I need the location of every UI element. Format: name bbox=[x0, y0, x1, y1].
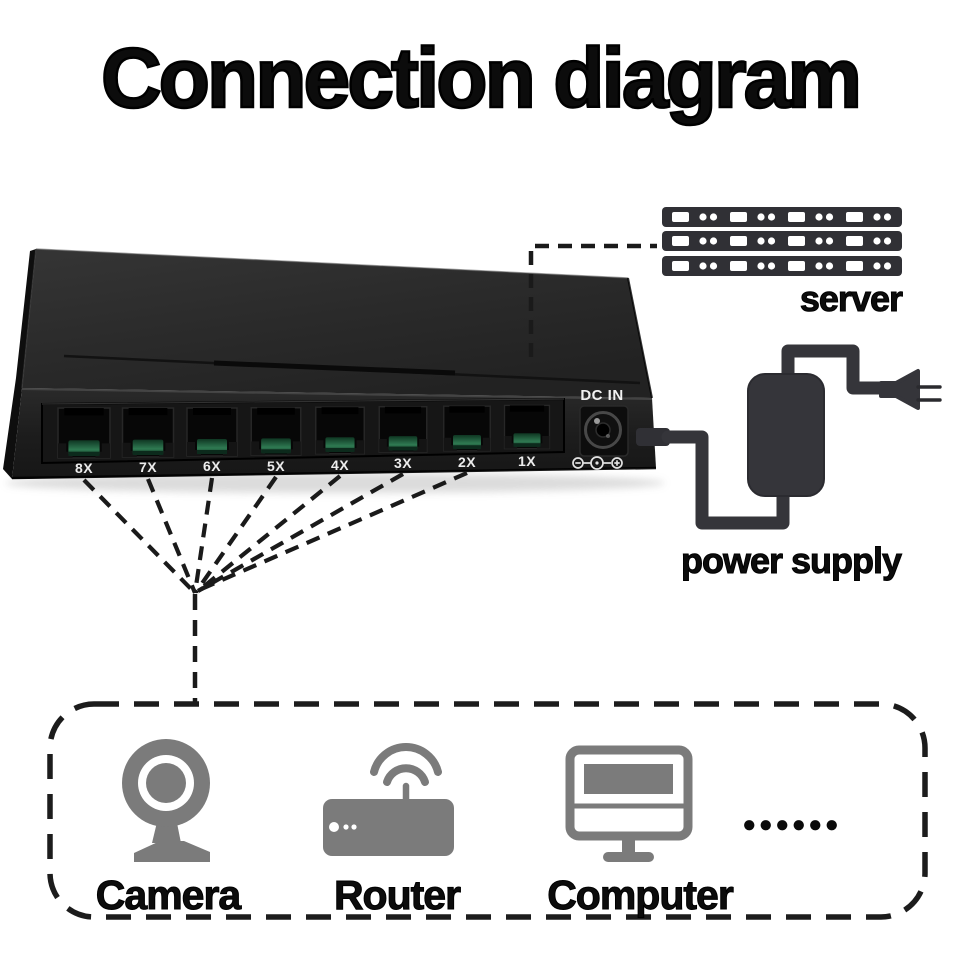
connection-line-port4 bbox=[195, 474, 342, 594]
router-label: Router bbox=[333, 872, 461, 919]
power-brick bbox=[747, 373, 825, 497]
camera-icon bbox=[122, 739, 210, 862]
rj45-port-8x-icon bbox=[57, 407, 111, 459]
dc-polarity-icon bbox=[572, 456, 623, 470]
camera-label: Camera bbox=[95, 872, 241, 919]
connection-line-port3 bbox=[196, 472, 405, 593]
rj45-port-3x-icon bbox=[378, 405, 428, 454]
more-devices-dots: ●●●●●● bbox=[742, 811, 841, 838]
network-switch-image bbox=[3, 248, 657, 480]
port-label-6x: 6X bbox=[202, 458, 222, 474]
switch-left-face bbox=[3, 249, 36, 479]
connection-line-port6 bbox=[192, 477, 215, 594]
port-label-3x: 3X bbox=[393, 455, 413, 471]
connection-line-port8 bbox=[82, 478, 197, 595]
server-label: server bbox=[799, 278, 903, 320]
connection-line-port5 bbox=[194, 475, 278, 594]
port-label-7x: 7X bbox=[138, 459, 158, 475]
connection-line-port7 bbox=[146, 478, 197, 594]
port-label-4x: 4X bbox=[330, 457, 350, 473]
dc-jack-icon bbox=[579, 405, 629, 457]
dc-in-label: DC IN bbox=[580, 387, 624, 404]
server-icon bbox=[662, 207, 902, 276]
port-label-2x: 2X bbox=[457, 454, 477, 470]
rj45-port-6x-icon bbox=[186, 407, 238, 457]
computer-label: Computer bbox=[547, 872, 735, 919]
rj45-port-4x-icon bbox=[315, 406, 365, 455]
top-slot bbox=[213, 360, 456, 376]
power-plug-icon bbox=[879, 369, 920, 410]
switch-top-face bbox=[22, 249, 652, 398]
port-label-5x: 5X bbox=[266, 458, 286, 474]
rj45-port-7x-icon bbox=[121, 407, 175, 458]
rj45-port-5x-icon bbox=[250, 406, 302, 457]
connection-lines bbox=[82, 243, 657, 704]
connection-line-port2 bbox=[198, 471, 468, 592]
rj45-port-1x-icon bbox=[503, 404, 551, 450]
page-title: Connection diagram bbox=[100, 30, 864, 127]
devices-group-box bbox=[47, 701, 928, 920]
rj45-port-2x-icon bbox=[443, 405, 491, 452]
power-cable-high bbox=[781, 344, 889, 395]
port-label-8x: 8X bbox=[74, 460, 94, 476]
dc-barrel-plug bbox=[636, 428, 670, 446]
switch-shadow bbox=[5, 473, 665, 493]
connection-line-server bbox=[528, 243, 657, 357]
router-icon bbox=[323, 743, 454, 856]
power-supply-icon bbox=[636, 344, 942, 530]
power-cable-low bbox=[661, 430, 790, 530]
power-supply-label: power supply bbox=[680, 540, 902, 582]
computer-icon bbox=[565, 745, 693, 862]
port-label-1x: 1X bbox=[517, 453, 537, 469]
